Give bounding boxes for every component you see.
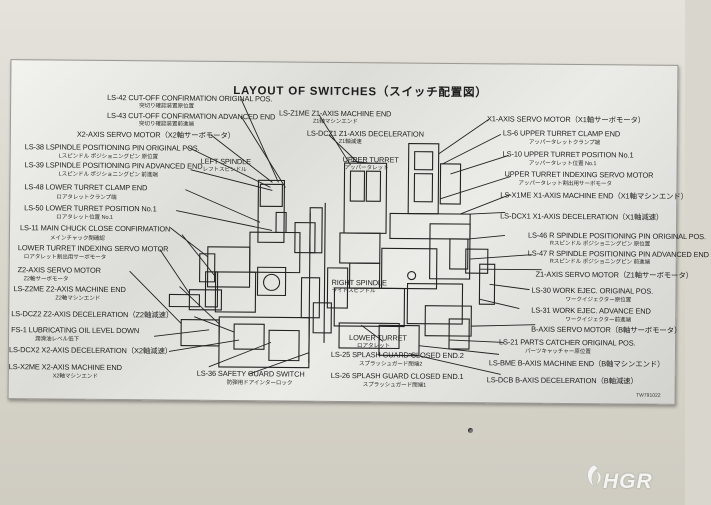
label-ls36: LS-36 SAFETY GUARD SWITCH bbox=[196, 368, 305, 379]
label-ls50-jp: ロアタレット位置 No.1 bbox=[56, 214, 113, 221]
label-ls21-jp: パーツキャッチャー原位置 bbox=[524, 348, 591, 356]
label-ls36-jp: 防弾用ドアインターロック bbox=[226, 379, 293, 387]
label-ls46-jp: Rスピンドル ポジショニングピン 原位置 bbox=[549, 240, 651, 248]
label-ls-bme: LS-BME B-AXIS MACHINE END（B軸マシンエンド） bbox=[488, 358, 665, 369]
wall-hole bbox=[468, 428, 473, 433]
label-ls42-jp: 突切り確認装置原位置 bbox=[139, 103, 195, 110]
label-z1-servo: Z1-AXIS SERVO MOTOR（Z1軸サーボモータ） bbox=[535, 269, 693, 281]
plate-code: TW791022 bbox=[636, 392, 661, 399]
label-ls-dcx1: LS-DCX1 X1-AXIS DECELERATION（X1軸減速） bbox=[500, 211, 664, 222]
switch-layout-plate: LAYOUT OF SWITCHES（スイッチ配置図） LS-42 CUT-OF… bbox=[7, 59, 709, 405]
label-ls38-jp: Lスピンドル ポジショニングピン 原位置 bbox=[58, 153, 158, 161]
label-b-servo: B-AXIS SERVO MOTOR（B軸サーボモータ） bbox=[531, 324, 682, 335]
label-z2-servo-jp: Z2軸サーボモータ bbox=[23, 276, 69, 283]
label-ls30-jp: ワークイジェクター原位置 bbox=[565, 296, 632, 304]
label-ls-dcx2: LS-DCX2 X2-AXIS DECELERATION（X2軸減速） bbox=[8, 345, 173, 356]
label-upper-turret-indexing-servo-jp: アッパータレット割出用サーボモータ bbox=[518, 180, 612, 188]
label-ls10-jp: アッパータレット位置 No.1 bbox=[528, 160, 597, 168]
label-ls11: LS-11 MAIN CHUCK CLOSE CONFIRMATION bbox=[19, 223, 171, 234]
label-ls-dcz1-jp: Z1軸減速 bbox=[338, 138, 362, 146]
label-x1-servo: X1-AXIS SERVO MOTOR（X1軸サーボモータ） bbox=[486, 114, 646, 125]
label-lower-turret-jp: ロアタレット bbox=[356, 343, 390, 350]
label-left-spindle-jp: レフトスピンドル bbox=[202, 166, 247, 174]
label-ls31-jp: ワークイジェクター前進端 bbox=[565, 316, 631, 324]
label-ls-dcz2: LS-DCZ2 Z2-AXIS DECELERATION（Z2軸減速） bbox=[11, 309, 174, 320]
label-ls26-jp: スプラッシュガード閉端1 bbox=[362, 382, 427, 389]
label-ls11-jp: メインチャック閉確認 bbox=[49, 235, 105, 242]
label-ls25-jp: スプラッシュガード閉端2 bbox=[358, 361, 423, 368]
label-ls39-jp: Lスピンドル ポジショニングピン 前進端 bbox=[58, 171, 158, 179]
label-ls-z1me-jp: Z1軸マシンエンド bbox=[312, 118, 358, 126]
label-ls-dcz1: LS-DCZ1 Z1-AXIS DECELERATION bbox=[306, 128, 424, 139]
label-x2-servo: X2-AXIS SERVO MOTOR（X2軸サーボモータ） bbox=[76, 129, 236, 141]
label-upper-turret-jp: アッパータレット bbox=[344, 165, 389, 172]
label-ls48-jp: ロアタレットクランプ端 bbox=[56, 194, 117, 202]
label-ls-x1me: LS-X1ME X1-AXIS MACHINE END（X1軸マシンエンド） bbox=[500, 190, 688, 202]
hgr-watermark: HGR bbox=[603, 470, 653, 493]
label-right-spindle-jp: ライトスピンドル bbox=[331, 287, 376, 295]
label-ls48: LS-48 LOWER TURRET CLAMP END bbox=[24, 182, 148, 193]
label-ls-z2me-jp: Z2軸マシンエンド bbox=[55, 295, 101, 302]
label-fs1-jp: 潤滑油レベル低下 bbox=[35, 336, 80, 343]
label-ls-dcb: LS-DCB B-AXIS DECELERATION（B軸減速） bbox=[486, 375, 638, 386]
label-ls-x2me-jp: X2軸マシンエンド bbox=[52, 373, 98, 380]
machine-diagram bbox=[129, 98, 542, 375]
label-ls-z2me: LS-Z2ME Z2-AXIS MACHINE END bbox=[13, 284, 126, 295]
label-lower-turret-servo-jp: ロアタレット割出用サーボモータ bbox=[23, 254, 107, 261]
label-ls43-jp: 突切り確認装置前進端 bbox=[138, 121, 194, 128]
label-ls47-jp: Rスピンドル ポジショニングピン 前進端 bbox=[549, 258, 651, 266]
hgr-logo-icon bbox=[587, 464, 602, 488]
label-ls-x2me: LS-X2ME X2-AXIS MACHINE END bbox=[8, 362, 122, 373]
label-ls6-jp: アッパータレットクランプ端 bbox=[528, 139, 601, 147]
